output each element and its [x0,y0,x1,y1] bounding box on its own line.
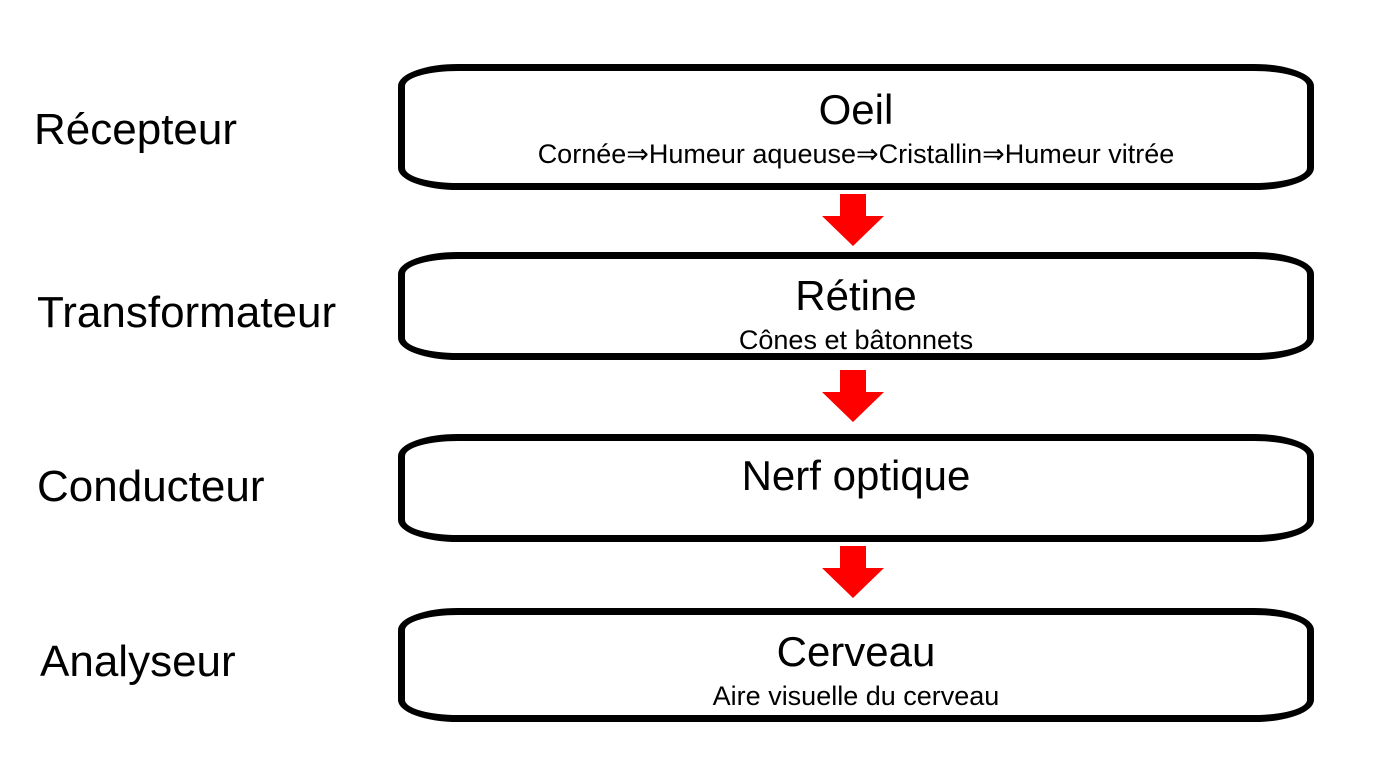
role-label-transformer: Transformateur [37,288,337,337]
stage-title-eye: Oeil [818,86,894,133]
down-arrow-icon [822,370,884,422]
flow-arrow-retina-to-nerve [822,370,884,422]
flow-arrow-nerve-to-brain [822,546,884,598]
stage-detail-eye: Cornée⇒Humeur aqueuse⇒Cristallin⇒Humeur … [537,139,1175,169]
stage-title-retina: Rétine [795,272,917,319]
stage-box-eye: Oeil Cornée⇒Humeur aqueuse⇒Cristallin⇒Hu… [398,64,1314,190]
stage-box-retina: Rétine Cônes et bâtonnets [398,252,1314,360]
role-label-conductor: Conducteur [37,462,265,511]
stage-title-optic-nerve: Nerf optique [741,452,971,499]
stage-detail-retina: Cônes et bâtonnets [738,325,974,355]
stage-detail-brain: Aire visuelle du cerveau [712,681,1000,711]
role-label-analyser: Analyseur [40,637,236,686]
stage-box-brain: Cerveau Aire visuelle du cerveau [398,608,1314,722]
stage-title-brain: Cerveau [776,628,936,675]
flow-arrow-eye-to-retina [822,194,884,246]
stage-box-optic-nerve: Nerf optique [398,434,1314,542]
down-arrow-icon [822,194,884,246]
down-arrow-icon [822,546,884,598]
role-label-receptor: Récepteur [34,105,238,154]
